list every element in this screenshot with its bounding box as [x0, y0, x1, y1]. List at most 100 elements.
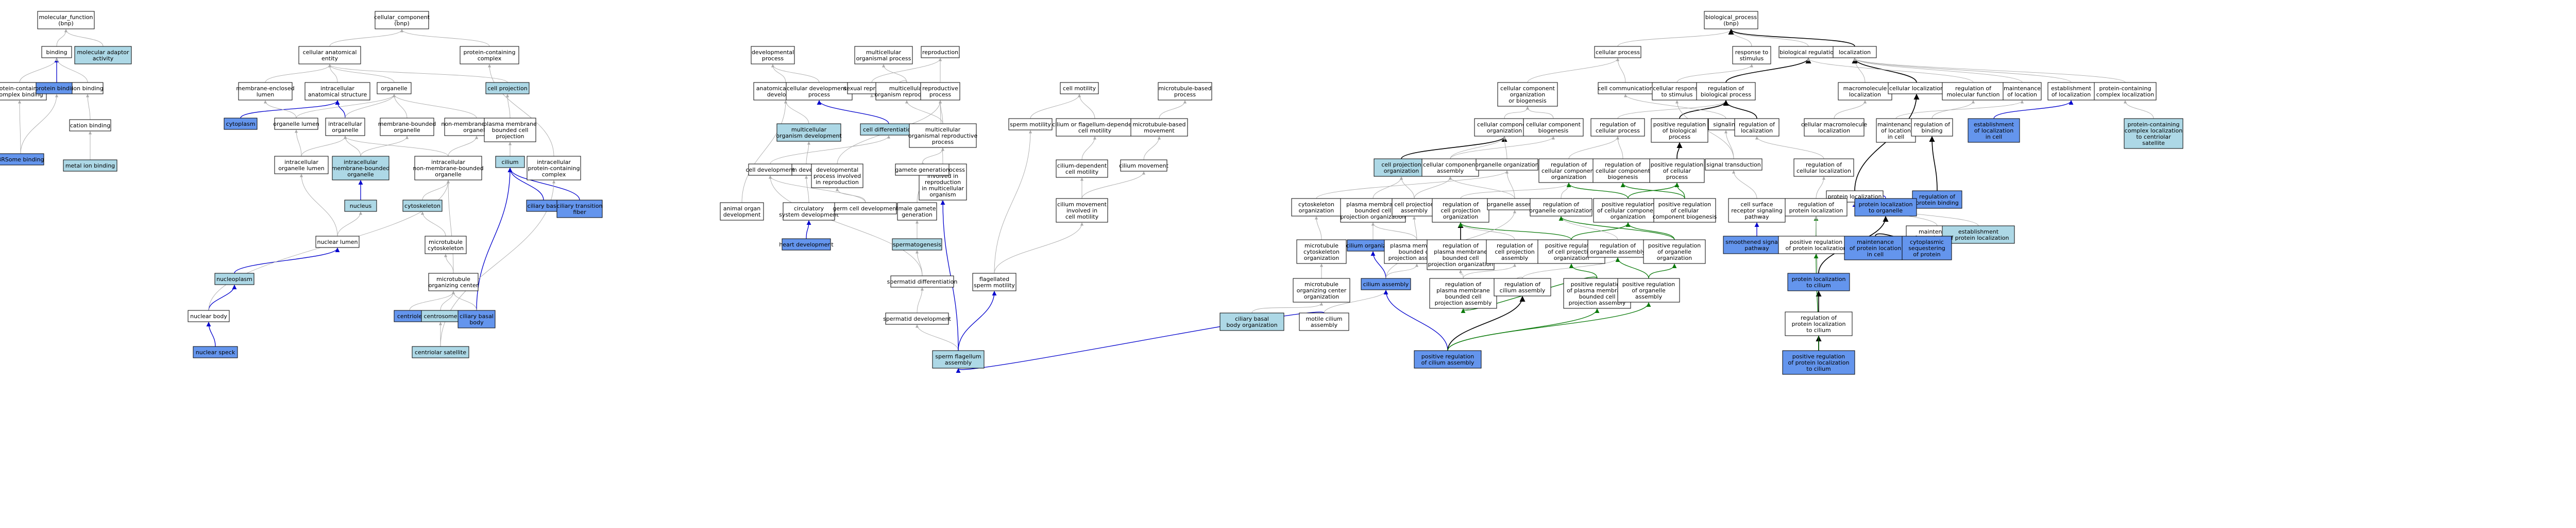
go-term-cell-development[interactable]: cell development [746, 163, 795, 176]
go-term-organelle-assembly[interactable]: organelle assembly [1487, 198, 1543, 210]
go-term-cation-binding[interactable]: cation binding [69, 119, 111, 131]
go-term-binding[interactable]: binding [41, 46, 72, 58]
go-term-germ-cell-development[interactable]: germ cell development [833, 202, 899, 214]
go-term-organelle-organization[interactable]: organelle organization [1475, 158, 1539, 171]
go-term-ion-binding[interactable]: ion binding [72, 82, 104, 94]
go-term-spermatogenesis[interactable]: spermatogenesis [892, 238, 942, 251]
go-term-cell-differentiation[interactable]: cell differentiation [860, 123, 918, 136]
go-term-intracellular-non-membrane-bounded-organelle[interactable]: intracellularnon-membrane-boundedorganel… [413, 156, 484, 180]
go-term-sperm-motility[interactable]: sperm motility [1008, 118, 1053, 130]
go-term-localization[interactable]: localization [1833, 46, 1877, 58]
go-term-cilium[interactable]: cilium [495, 156, 525, 168]
go-term-reproduction[interactable]: reproduction [921, 46, 960, 58]
go-term-biological-regulation[interactable]: biological regulation [1778, 46, 1838, 58]
go-term-signal-transduction[interactable]: signal transduction [1705, 158, 1762, 171]
go-term-cell-motility[interactable]: cell motility [1060, 82, 1099, 94]
go-term-organelle[interactable]: organelle [377, 82, 412, 94]
go-term-cytoskeleton[interactable]: cytoskeleton [402, 200, 443, 212]
go-term-biological-process-bnp[interactable]: biological_process(bnp) [1704, 11, 1758, 29]
go-term-centriole[interactable]: centriole [394, 310, 426, 322]
go-term-molecular-function-bnp[interactable]: molecular_function(bnp) [37, 11, 95, 29]
go-term-nuclear-body[interactable]: nuclear body [188, 310, 230, 322]
go-term-cell-projection[interactable]: cell projection [485, 82, 530, 94]
go-term-protein-binding[interactable]: protein binding [35, 82, 78, 94]
go-term-centrosome[interactable]: centrosome [421, 310, 460, 322]
go-term-ciliary-base[interactable]: ciliary base [526, 200, 561, 212]
go-term-nucleus[interactable]: nucleus [344, 200, 377, 212]
go-term-cell-communication[interactable]: cell communication [1598, 82, 1653, 94]
go-term-brsome-binding[interactable]: BRSome binding [0, 153, 44, 166]
go-term-organelle-lumen[interactable]: organelle lumen [273, 118, 319, 130]
go-term-cellular-process[interactable]: cellular process [1594, 46, 1641, 58]
go-term-cilium-assembly[interactable]: cilium assembly [1361, 278, 1411, 290]
go-term-centriolar-satellite[interactable]: centriolar satellite [412, 346, 469, 358]
go-term-cellular-component-bnp[interactable]: cellular_component(bnp) [374, 11, 430, 29]
